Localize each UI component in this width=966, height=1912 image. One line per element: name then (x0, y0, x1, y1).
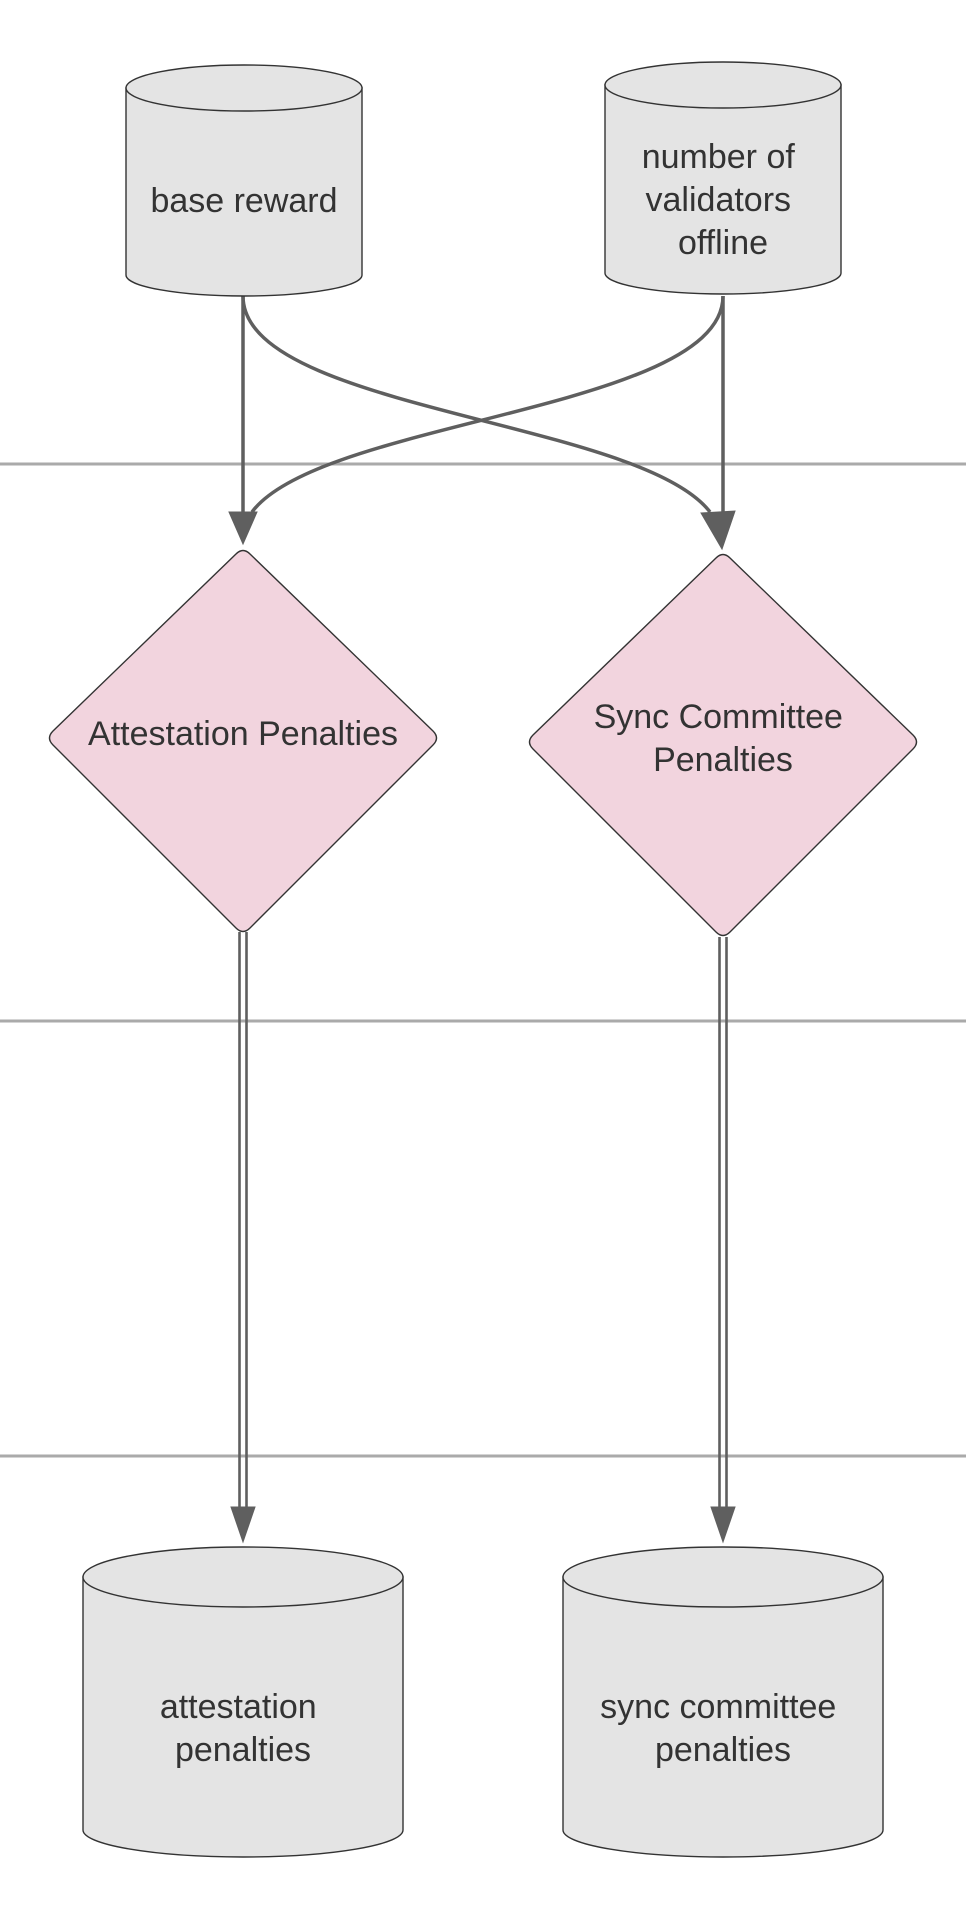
attestation-penalties-diamond: Attestation Penalties (48, 549, 438, 933)
validators-offline-cylinder: number of validators offline (604, 61, 842, 295)
base-reward-label: base reward (150, 182, 337, 220)
sync-committee-penalties-diamond: Sync Committee Penalties (528, 553, 918, 937)
attestation-penalties-label: Attestation Penalties (88, 715, 398, 753)
arrowhead-into-sync-committee-store (710, 1506, 736, 1544)
base-reward-cylinder: base reward (125, 64, 363, 297)
arrowhead-into-attestation (228, 511, 258, 546)
arrowhead-into-sync-committee (700, 510, 736, 551)
edge-validators-offline-to-attestation (250, 295, 725, 514)
sync-committee-penalties-cylinder: sync committee penalties (562, 1546, 884, 1858)
sync-committee-penalties-label: Sync Committee Penalties (594, 698, 853, 779)
attestation-penalties-store-label: attestation penalties (160, 1688, 326, 1769)
edge-base-reward-to-sync-committee (241, 295, 712, 514)
arrowhead-into-attestation-store (230, 1506, 256, 1544)
sync-committee-penalties-store-label: sync committee penalties (600, 1688, 846, 1769)
attestation-penalties-cylinder: attestation penalties (82, 1546, 404, 1858)
validators-offline-label: number of validators offline (642, 138, 805, 262)
